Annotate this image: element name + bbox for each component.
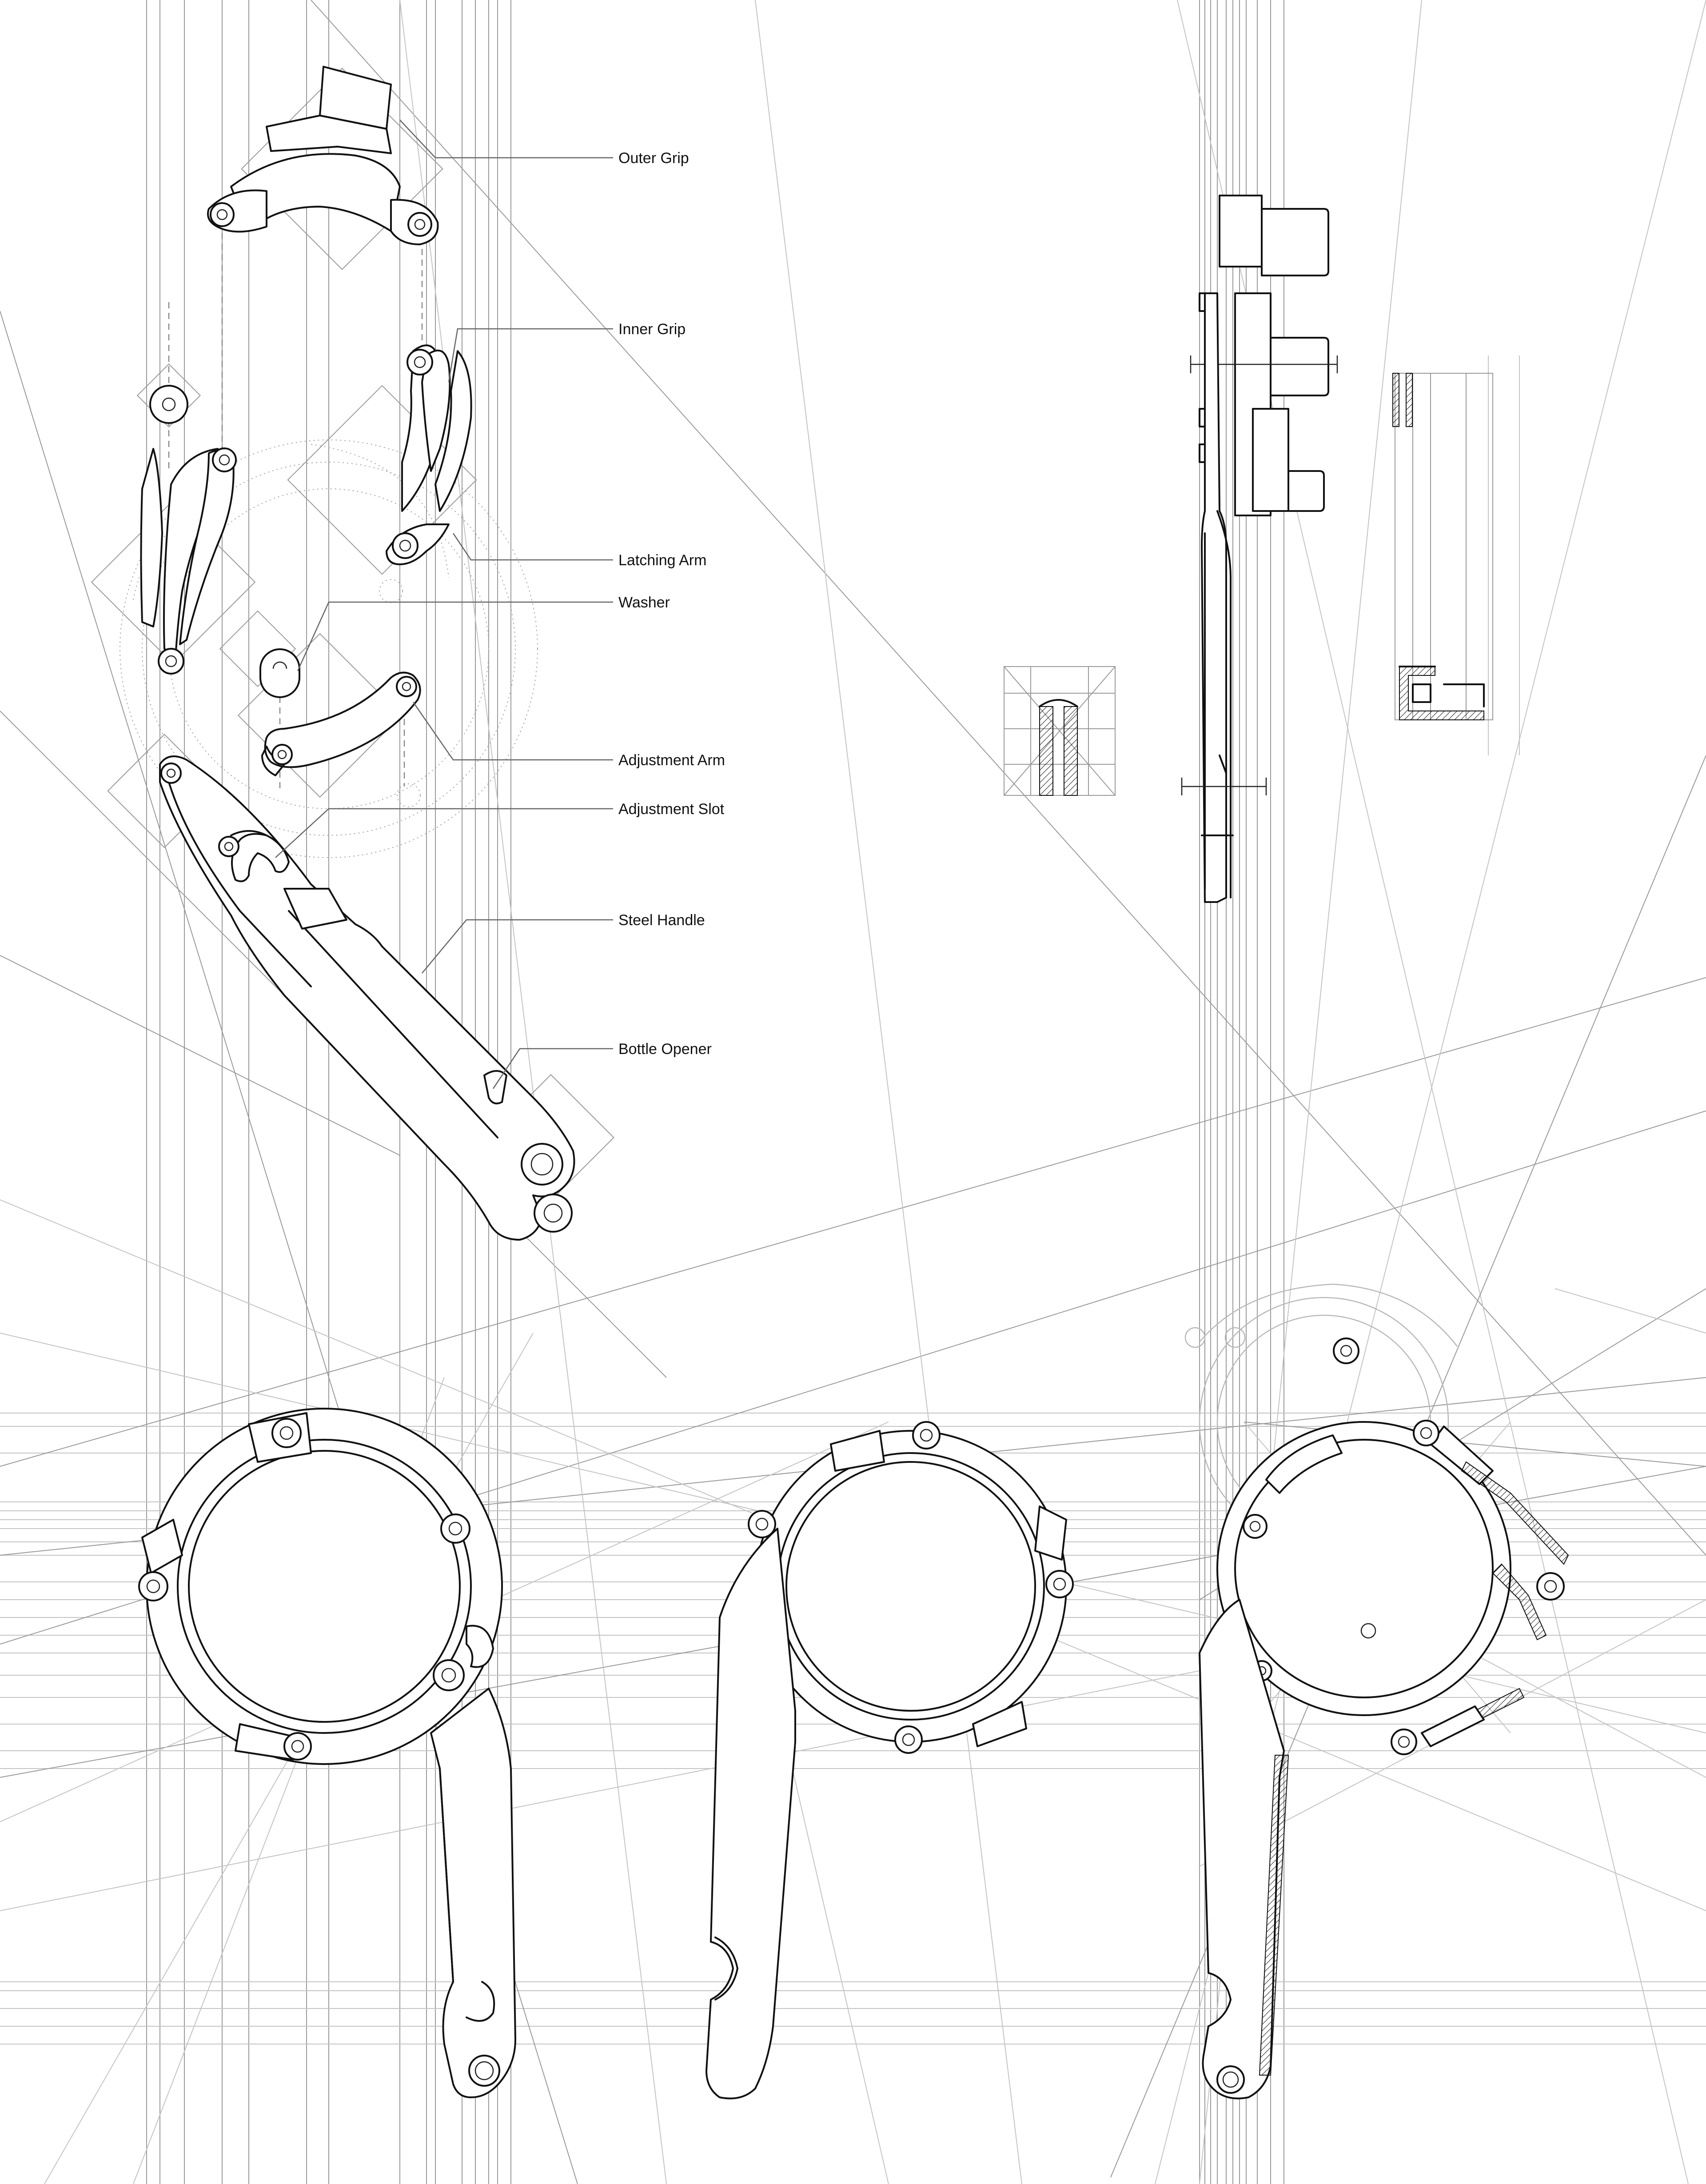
construction-line [1555,1288,1706,1334]
label-inner-grip: Inner Grip [618,321,686,338]
part-labels: Outer Grip Inner Grip Latching Arm Washe… [618,150,725,1058]
label-adjustment-slot: Adjustment Slot [618,801,725,818]
label-latching-arm: Latching Arm [618,552,706,569]
latching-arm-part [386,523,450,565]
assembled-view-open [1184,1283,1569,2100]
label-outer-grip: Outer Grip [618,150,689,167]
inner-grip-part [401,344,472,512]
outer-grip-part [207,66,439,245]
adjustment-arm-part [261,671,421,776]
assembled-view-front [138,1408,516,2098]
steel-handle-part [159,755,575,1241]
label-bottle-opener: Bottle Opener [618,1041,712,1058]
label-leaders [275,120,613,1089]
construction-line [0,1644,1333,1911]
label-washer: Washer [618,594,670,611]
construction-line [311,0,1706,1556]
section-detail-right [1392,373,1493,720]
label-steel-handle: Steel Handle [618,912,705,929]
label-adjustment-arm: Adjustment Arm [618,752,725,769]
assembled-view-back [706,1421,1074,2100]
section-detail-left [1004,666,1116,796]
side-edge-view [1181,195,1338,903]
construction-line [0,977,1706,1467]
construction-line [0,955,400,1156]
latching-arm-left-part [140,447,237,675]
exploded-view: Outer Grip Inner Grip Latching Arm Washe… [91,66,725,1241]
construction-line [755,0,1022,2184]
washer-parts [149,385,300,698]
